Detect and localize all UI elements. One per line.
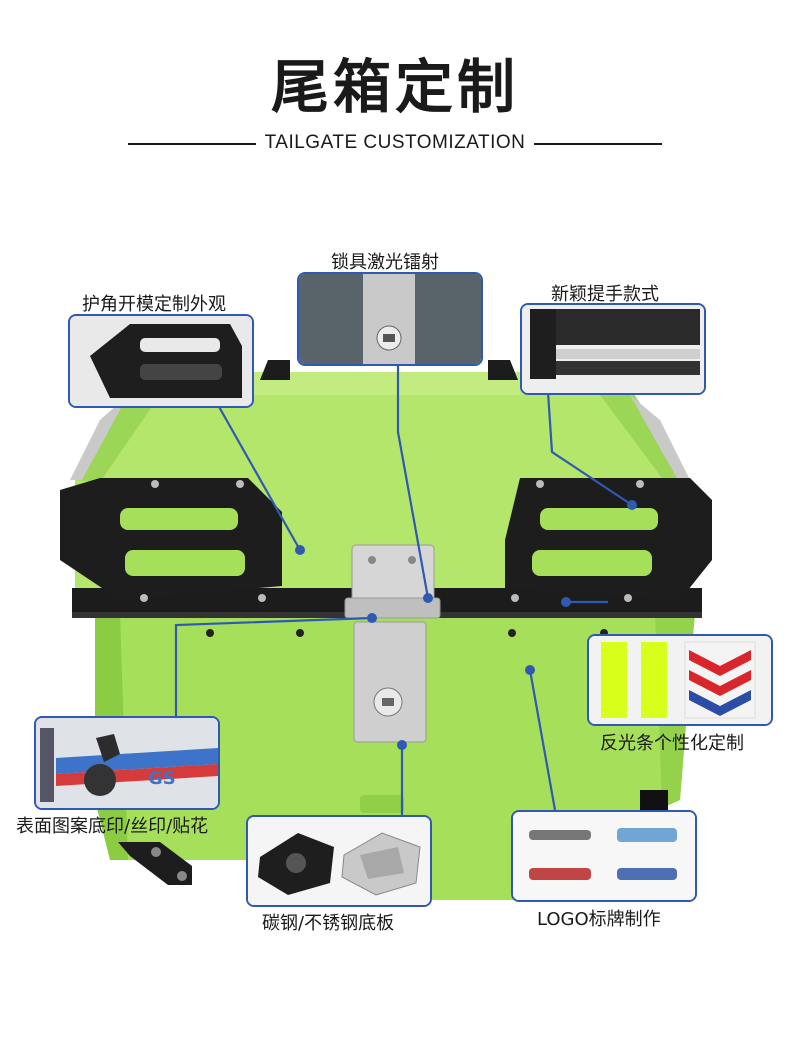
reflective-strip-image <box>589 636 771 724</box>
subtitle-rule-right <box>534 143 662 145</box>
corner-guard-thumbnail <box>68 314 254 408</box>
left-foot <box>118 842 192 885</box>
reflective-strip-thumbnail <box>587 634 773 726</box>
svg-text:GS: GS <box>148 768 176 789</box>
callout-logo-label: LOGO标牌制作 <box>537 909 661 930</box>
right-corner-handle <box>505 478 712 602</box>
surface-print-thumbnail: GS <box>34 716 220 810</box>
latch-lock <box>344 544 441 743</box>
callout-lock-label: 锁具激光镭射 <box>331 252 439 273</box>
lock-thumbnail <box>297 272 483 366</box>
page-title: 尾箱定制 <box>270 53 519 121</box>
logo-thumbnail <box>511 810 697 902</box>
left-corner-handle <box>60 478 282 602</box>
handle-image <box>522 305 704 393</box>
page-subtitle: TAILGATE CUSTOMIZATION <box>264 132 526 153</box>
callout-corner-guard-label: 护角开模定制外观 <box>82 294 226 315</box>
callout-reflective-label: 反光条个性化定制 <box>600 733 744 754</box>
callout-base-plate-label: 碳钢/不锈钢底板 <box>262 913 395 934</box>
lock-image <box>299 274 481 364</box>
base-plate-thumbnail <box>246 815 432 907</box>
callout-handle-label: 新颖提手款式 <box>551 284 659 305</box>
surface-print-image: GS <box>36 718 218 808</box>
corner-guard-image <box>70 316 252 406</box>
callout-surface-print-label: 表面图案底印/丝印/贴花 <box>16 816 209 837</box>
logo-image <box>513 812 695 900</box>
base-plate-image <box>248 817 430 905</box>
handle-thumbnail <box>520 303 706 395</box>
leader-lines <box>174 362 637 815</box>
subtitle-rule-left <box>128 143 256 145</box>
